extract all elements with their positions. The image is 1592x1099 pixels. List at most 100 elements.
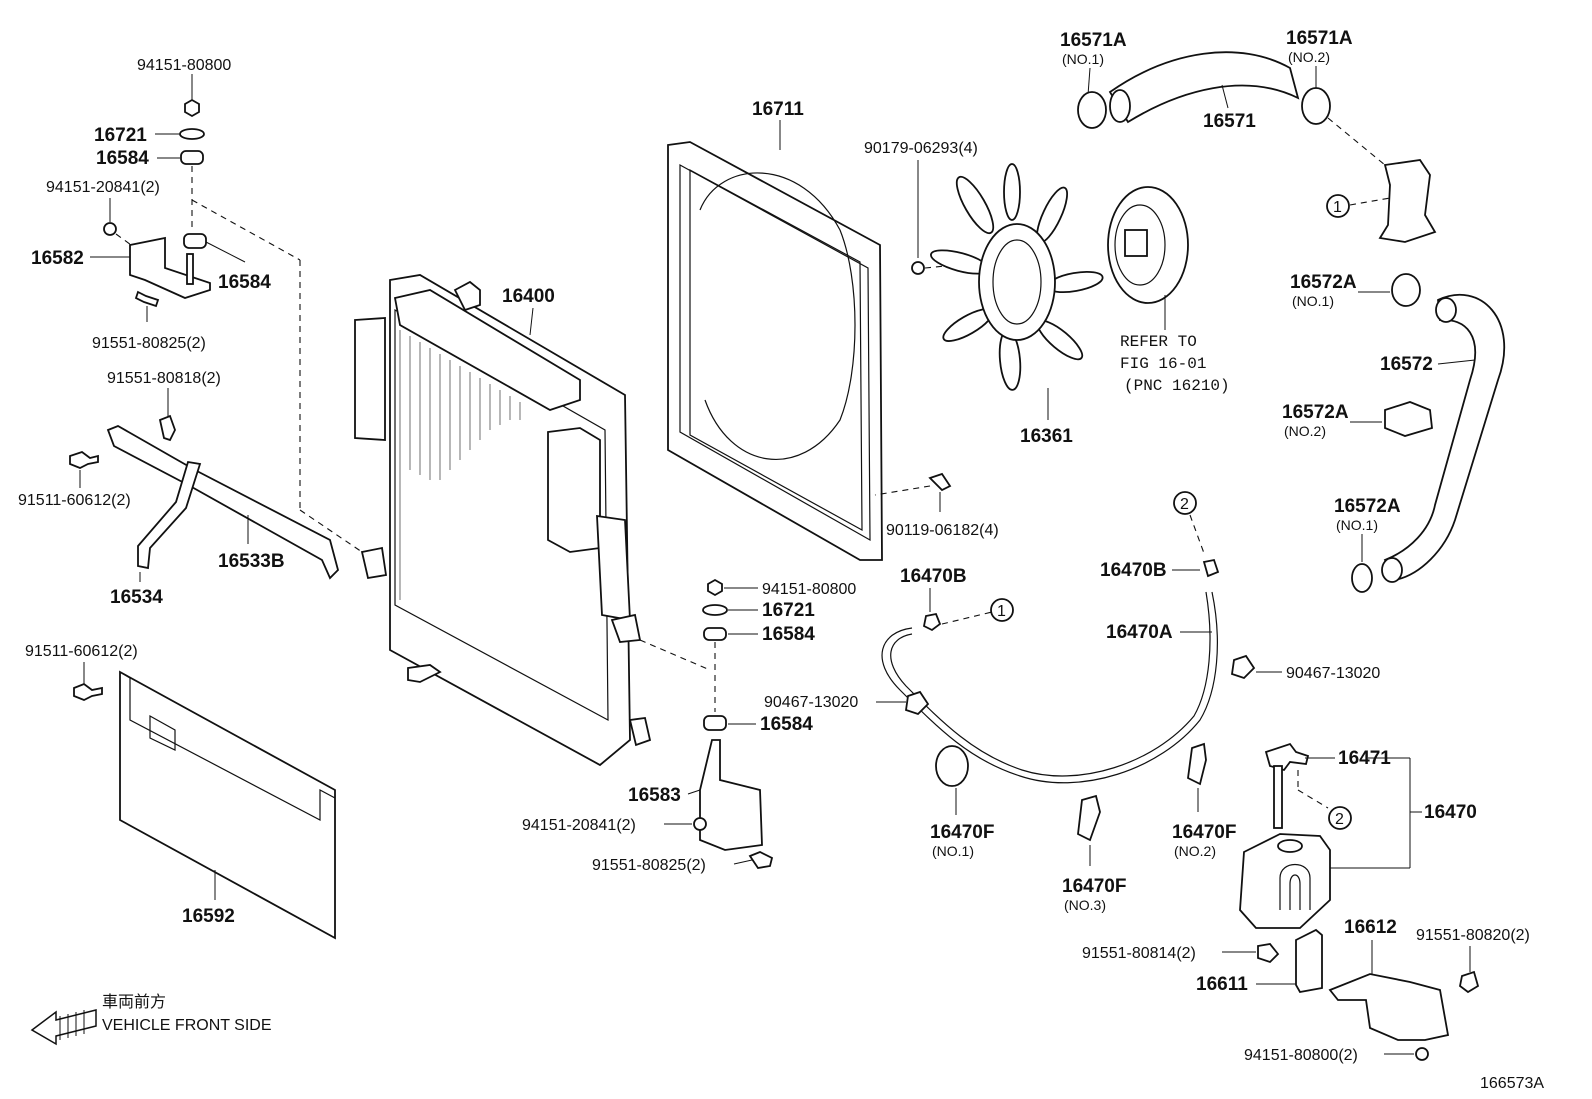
callout-16470B-b[interactable]: 16470B [1100,560,1167,581]
callout-16470B-a[interactable]: 16470B [900,566,967,587]
diagram-id: 166573A [1480,1075,1544,1092]
callout-16572A-no2[interactable]: 16572A [1282,402,1349,423]
hose-clamp-icon [1351,563,1373,593]
callout-16470F-no1-sub: (NO.1) [932,843,974,859]
callout-16470F-no1[interactable]: 16470F [930,822,994,843]
tank-cap-16471 [1264,742,1310,772]
side-plate [596,514,631,622]
callout-16533B[interactable]: 16533B [218,551,285,572]
callout-16400[interactable]: 16400 [502,286,555,307]
overflow-hose-16470A [881,591,1218,784]
hose-clamp-icon [935,745,969,787]
cushion-icon [703,715,727,731]
callout-91551-80820[interactable]: 91551-80820(2) [1416,927,1530,944]
circle-marker-1-text-b: 1 [997,603,1006,620]
callout-16584-mid2[interactable]: 16584 [760,714,813,735]
circle-marker-2 [1173,491,1197,515]
callout-94151-20841-mid[interactable]: 94151-20841(2) [522,817,636,834]
callout-16571[interactable]: 16571 [1203,111,1256,132]
refer-line-1: REFER TO [1120,333,1197,351]
reserve-tank-16470 [1239,833,1331,929]
hose-clamp-icon [1187,742,1207,786]
hose-clamp-icon [905,690,930,716]
circle-marker-2 [1328,806,1352,830]
callout-16470F-no2-sub: (NO.2) [1174,843,1216,859]
callout-16583[interactable]: 16583 [628,785,681,806]
overflow-hose-group: 16470B 1 2 16470B 16470A 90467-13020 904… [764,491,1380,913]
stay-16534 [137,460,202,570]
callout-90179-06293[interactable]: 90179-06293(4) [864,140,978,157]
stay-rod-16533B [106,425,340,580]
callout-94151-80800-mid[interactable]: 94151-80800 [762,581,856,598]
callout-91551-80825-mid[interactable]: 91551-80825(2) [592,857,706,874]
nut-icon [707,578,723,597]
callout-16582[interactable]: 16582 [31,248,84,269]
side-tank-right [547,427,601,553]
callout-90119-06182[interactable]: 90119-06182(4) [886,522,999,539]
refer-line-2: FIG 16-01 [1120,355,1206,373]
cushion-icon [183,233,207,249]
upper-hose-group: 16571A (NO.1) 16571 16571A (NO.2) 1 [1060,28,1437,243]
radiator-bracket-left [360,546,388,580]
callout-16470F-no3-sub: (NO.3) [1064,897,1106,913]
water-outlet-icon [1378,159,1437,243]
fan-shroud-16711 [667,141,883,561]
callout-16361[interactable]: 16361 [1020,426,1073,447]
callout-16612[interactable]: 16612 [1344,917,1397,938]
front-arrow-icon [30,1009,97,1046]
bolt-icon [134,290,160,308]
callout-16571A-no2[interactable]: 16571A [1286,28,1353,49]
mount-bracket-16583 [699,739,763,851]
callout-16470A[interactable]: 16470A [1106,622,1173,643]
callout-16534[interactable]: 16534 [110,587,163,608]
cushion-icon [180,150,204,165]
callout-91551-80814[interactable]: 91551-80814(2) [1082,945,1196,962]
fan-clutch-icon [1107,186,1189,304]
callout-16572[interactable]: 16572 [1380,354,1433,375]
callout-94151-80800-bot[interactable]: 94151-80800(2) [1244,1047,1358,1064]
callout-94151-20841-top[interactable]: 94151-20841(2) [46,179,160,196]
radiator-stay-group: 91551-80818(2) 91511-60612(2) 16533B 165… [18,370,340,608]
callout-16470F-no3[interactable]: 16470F [1062,876,1126,897]
callout-16470[interactable]: 16470 [1424,802,1477,823]
front-label-en: VEHICLE FRONT SIDE [102,1017,272,1034]
callout-91551-80818[interactable]: 91551-80818(2) [107,370,221,387]
upper-inlet-pipe [453,280,481,312]
callout-16592[interactable]: 16592 [182,906,235,927]
callout-90467-13020-a[interactable]: 90467-13020 [764,694,858,711]
callout-16584-top2[interactable]: 16584 [218,272,271,293]
callout-91551-80825-top[interactable]: 91551-80825(2) [92,335,206,352]
callout-16711[interactable]: 16711 [752,99,804,120]
lower-outlet-pipe [407,664,442,683]
callout-16470F-no2[interactable]: 16470F [1172,822,1236,843]
callout-16584-top1[interactable]: 16584 [96,148,149,169]
bolt-icon [69,450,99,469]
callout-91511-60612-a[interactable]: 91511-60612(2) [18,492,131,509]
callout-16572A-no1-bot[interactable]: 16572A [1334,496,1401,517]
callout-16572A-no1-bot-sub: (NO.1) [1336,517,1378,533]
hose-clamp-icon [1231,654,1256,680]
callout-94151-80800-top[interactable]: 94151-80800 [137,57,231,74]
callout-16571A-no1[interactable]: 16571A [1060,30,1127,51]
bolt-icon [911,261,925,275]
lower-hose-16572 [1383,293,1505,582]
hose-clip-icon [922,612,942,632]
bolt-icon [1257,943,1280,964]
callout-16572A-no1-top[interactable]: 16572A [1290,272,1357,293]
hose-clamp-icon [1301,87,1331,125]
radiator-assembly-group: 16400 [354,274,652,767]
callout-16611[interactable]: 16611 [1196,974,1248,995]
callout-16572A-no1-top-sub: (NO.1) [1292,293,1334,309]
callout-16721-top[interactable]: 16721 [94,125,147,146]
callout-16471[interactable]: 16471 [1338,748,1391,769]
callout-16584-mid1[interactable]: 16584 [762,624,815,645]
hose-clamp-icon [1391,273,1421,307]
circle-marker-1 [990,598,1014,622]
upper-left-mount-group: 94151-80800 16721 16584 94151-20841(2) 1… [31,57,363,553]
callout-91511-60612-b[interactable]: 91511-60612(2) [25,643,138,660]
callout-16721-mid[interactable]: 16721 [762,600,815,621]
seal-panel-16592 [119,670,336,940]
callout-90467-13020-b[interactable]: 90467-13020 [1286,665,1380,682]
lower-mount-group: 94151-80800 16721 16584 16584 16583 9415… [522,578,856,874]
